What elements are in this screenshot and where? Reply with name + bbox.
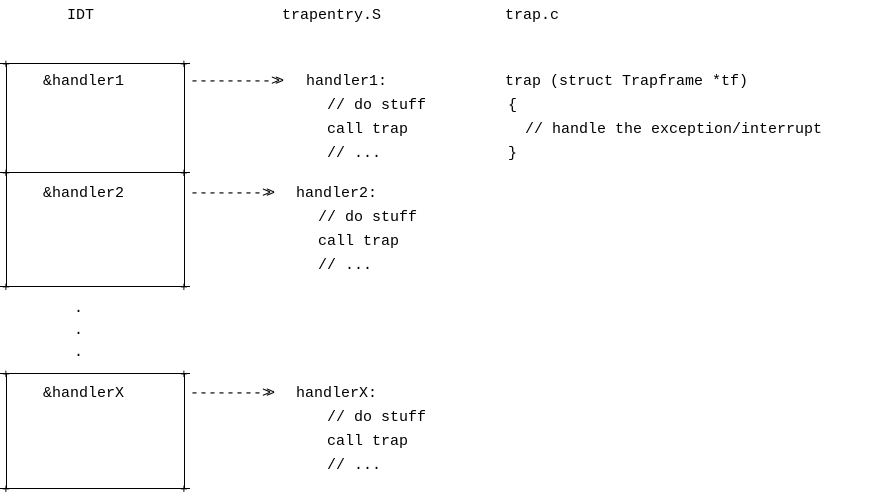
ellipsis-dot: . (74, 322, 84, 339)
corner-plus: + (180, 57, 188, 72)
corner-plus: + (180, 367, 188, 382)
arrow-handlerX: --------> (190, 385, 272, 402)
trap-c-column-title: trap.c (505, 7, 560, 24)
corner-plus: + (180, 166, 188, 181)
ellipsis-dot: . (74, 344, 84, 361)
arrow-handler2: --------> (190, 185, 272, 202)
handler2-line-ellipsis: // ... (318, 257, 373, 274)
arrow-handler1: ---------> (190, 73, 281, 90)
handlerX-line-ellipsis: // ... (327, 457, 382, 474)
handler1-line-call: call trap (327, 121, 409, 138)
corner-plus: + (2, 280, 10, 295)
corner-plus: + (180, 482, 188, 496)
trap-close-brace: } (508, 145, 518, 162)
trap-comment: // handle the exception/interrupt (525, 121, 823, 138)
handlerX-line-call: call trap (327, 433, 409, 450)
corner-plus: + (180, 280, 188, 295)
corner-plus: + (2, 166, 10, 181)
handler1-line-ellipsis: // ... (327, 145, 382, 162)
trap-open-brace: { (508, 97, 518, 114)
corner-plus: + (2, 367, 10, 382)
handler1-line-comment: // do stuff (327, 97, 427, 114)
idt-entry-handlerX: &handlerX (43, 385, 125, 402)
handler2-line-call: call trap (318, 233, 400, 250)
handler1-label: handler1: (306, 73, 388, 90)
corner-plus: + (2, 482, 10, 496)
idt-entry-handler1: &handler1 (43, 73, 125, 90)
handlerX-line-comment: // do stuff (327, 409, 427, 426)
idt-entry-handler2: &handler2 (43, 185, 125, 202)
handlerX-label: handlerX: (296, 385, 378, 402)
handler2-label: handler2: (296, 185, 378, 202)
handler2-line-comment: // do stuff (318, 209, 418, 226)
ellipsis-dot: . (74, 300, 84, 317)
trapentry-column-title: trapentry.S (282, 7, 382, 24)
arrow-head: > (275, 73, 285, 90)
trap-signature: trap (struct Trapframe *tf) (505, 73, 749, 90)
idt-column-title: IDT (67, 7, 95, 24)
arrow-head: > (266, 385, 276, 402)
arrow-head: > (266, 185, 276, 202)
corner-plus: + (2, 57, 10, 72)
